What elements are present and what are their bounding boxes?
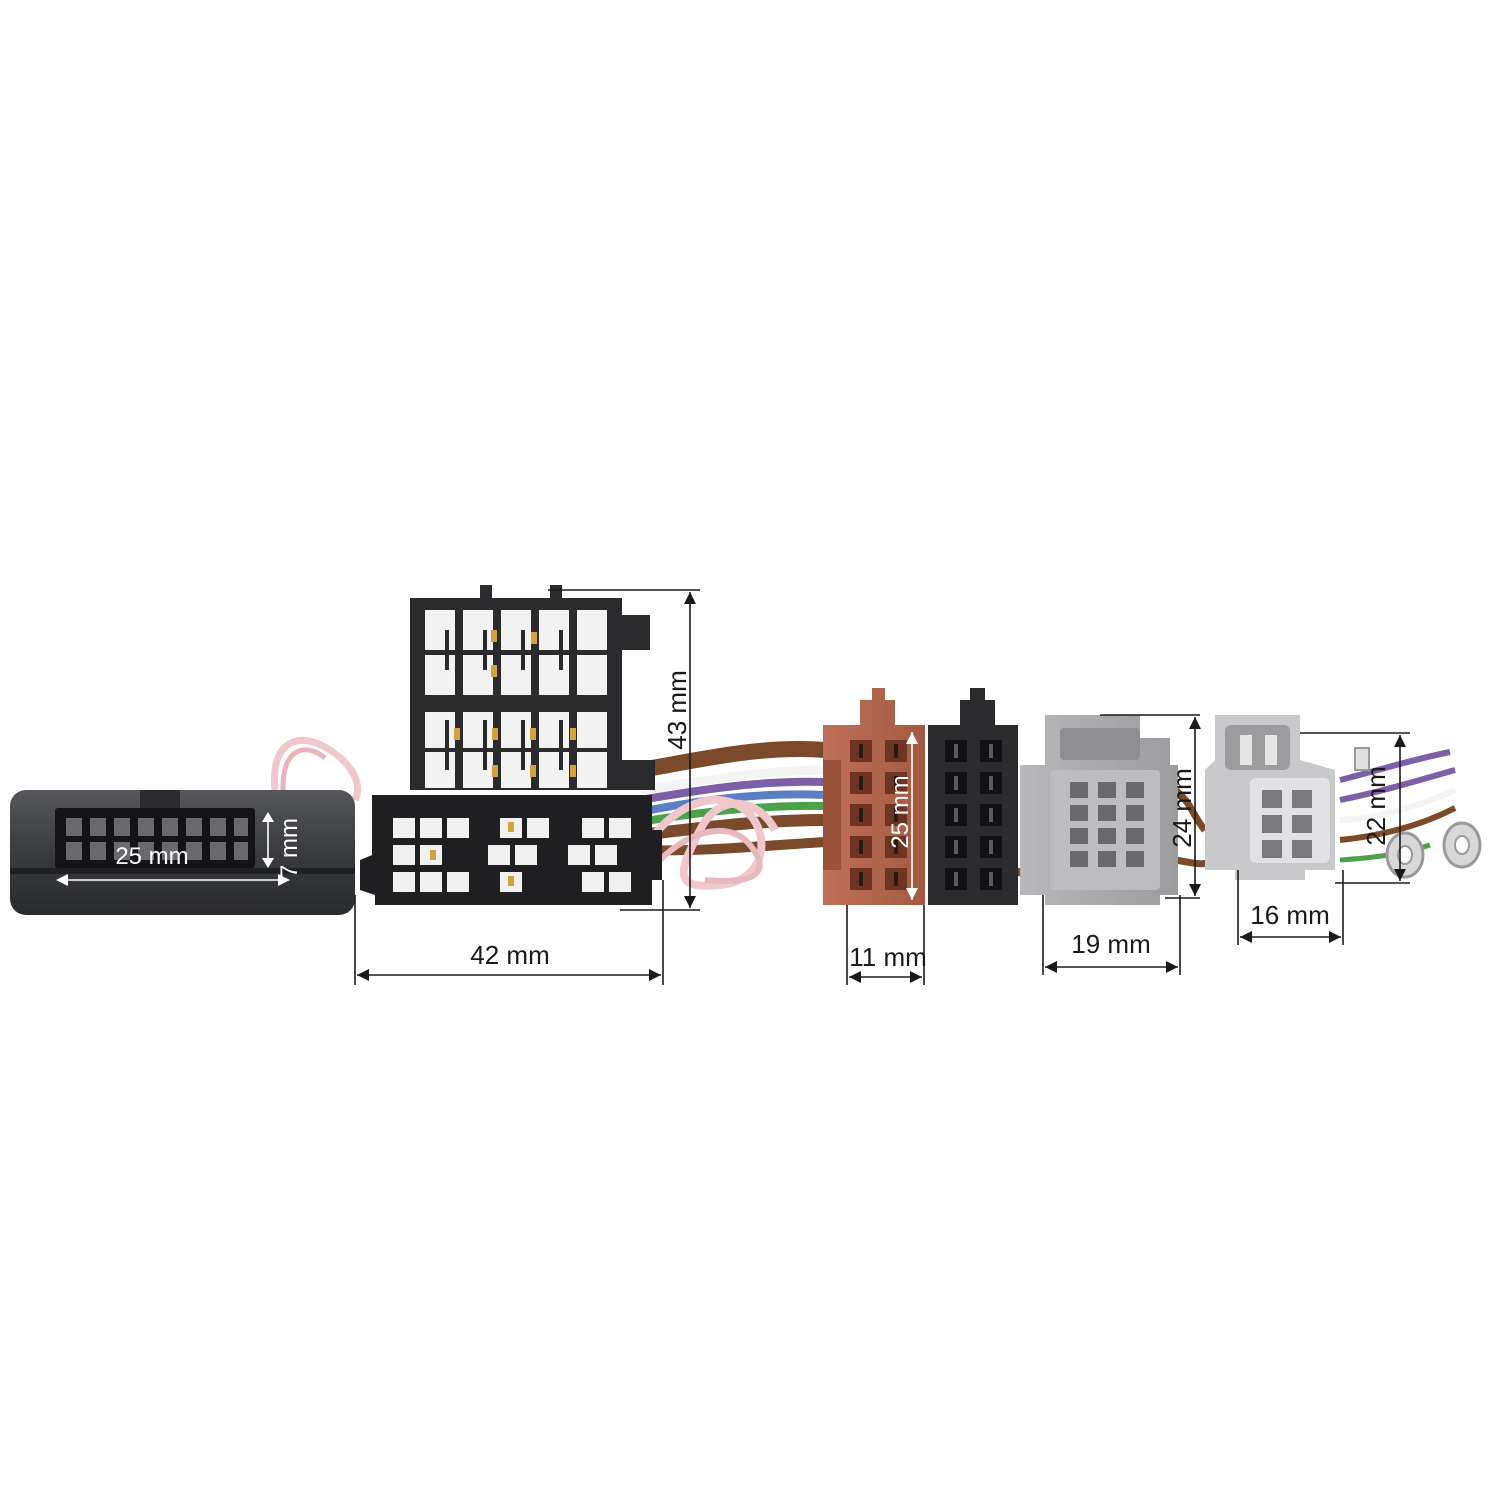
iso-block-width-dimension (354, 880, 664, 985)
iso-plug-width-label: 11 mm (849, 942, 927, 972)
grey-connector-b-height-label: 22 mm (1361, 766, 1391, 845)
grey-connector-a (1020, 715, 1178, 905)
grey-connector-a-height-label: 24 mm (1167, 768, 1197, 847)
grey-connector-b-height-dimension (1300, 732, 1410, 884)
iso-block-height-label: 43 mm (662, 670, 692, 749)
grey-connector-a-height-dimension (1100, 714, 1201, 899)
module-height-label: 7 mm (276, 818, 303, 878)
iso-plug-width-dimension (846, 905, 925, 985)
iso-plug-black (928, 688, 1018, 905)
module-width-label: 25 mm (115, 843, 188, 870)
control-module (10, 790, 355, 915)
iso-connector-block (360, 585, 662, 905)
iso-plug-brown (823, 688, 925, 905)
ring-terminals (1354, 747, 1482, 879)
grey-connector-a-width-dimension (1042, 895, 1181, 975)
iso-plug-height-label: 25 mm (887, 775, 914, 848)
grey-connector-b-width-label: 16 mm (1250, 900, 1329, 930)
grey-connector-b (1205, 715, 1335, 880)
iso-block-height-dimension (548, 589, 700, 911)
grey-connector-a-width-label: 19 mm (1071, 929, 1150, 959)
iso-block-width-label: 42 mm (470, 940, 549, 970)
grey-connector-b-width-dimension (1237, 870, 1344, 945)
